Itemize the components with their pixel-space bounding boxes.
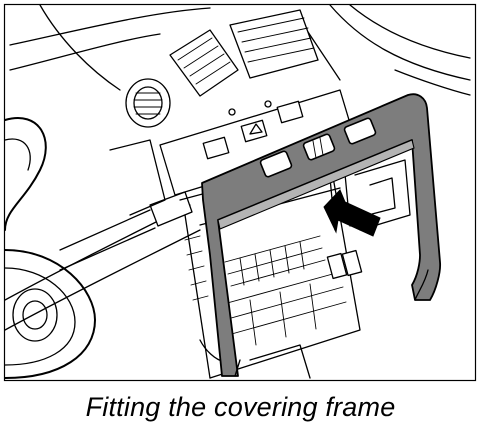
left-air-vent <box>125 29 239 128</box>
push-arrow <box>323 189 381 237</box>
climate-controls <box>219 249 363 346</box>
steering-wheel <box>4 117 96 379</box>
frame-button-slots <box>259 117 377 178</box>
covering-frame <box>201 93 442 377</box>
figure-caption: Fitting the covering frame <box>85 392 396 422</box>
dashboard-drawing <box>4 4 471 379</box>
radio-buttons <box>224 235 326 287</box>
centre-air-vent <box>229 9 319 79</box>
steering-column <box>4 191 201 331</box>
switch-panel <box>159 89 356 196</box>
